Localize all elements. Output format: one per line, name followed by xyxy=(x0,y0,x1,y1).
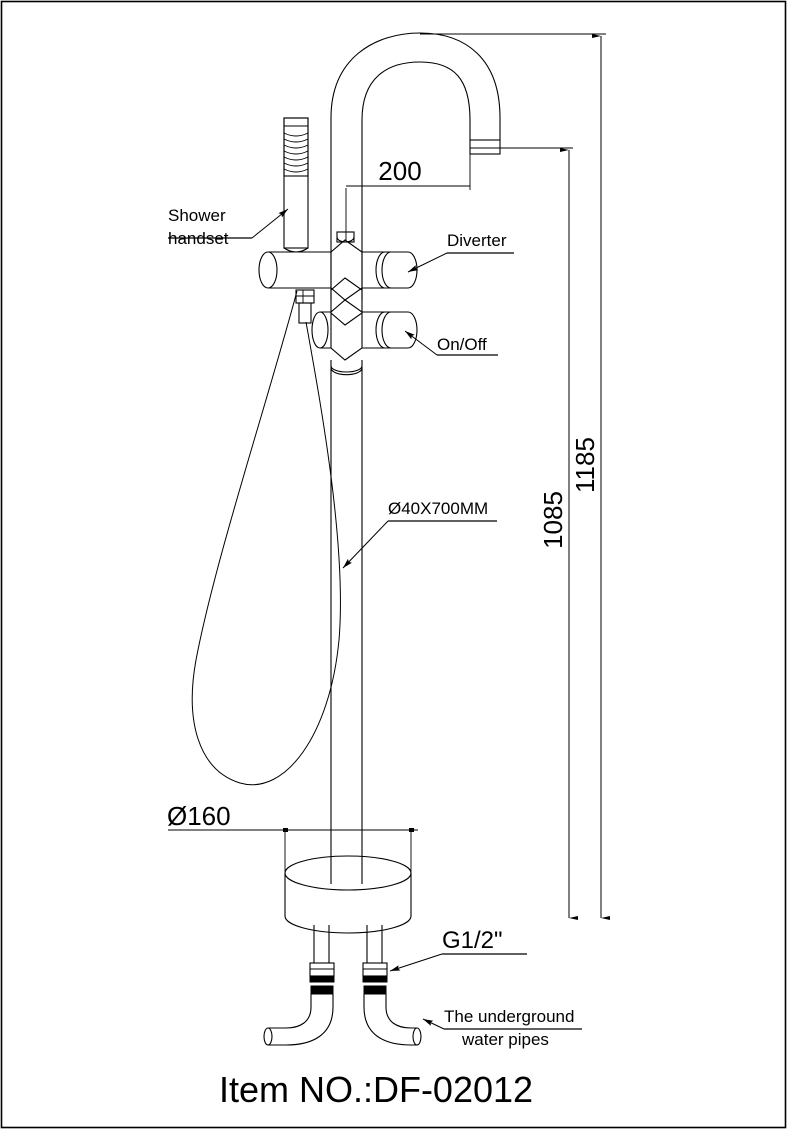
annotation-label-diverter: Diverter xyxy=(447,231,507,250)
annotation-shower-handset xyxy=(168,208,289,239)
onoff-valve-body xyxy=(311,299,418,376)
onoff-left-cap xyxy=(311,311,329,349)
annotation-label-underground-line2: water pipes xyxy=(461,1030,549,1049)
annotation-label-underground-line1: The underground xyxy=(444,1007,574,1026)
hose-outlet-fitting xyxy=(295,289,315,324)
dimension-label-d160: Ø160 xyxy=(167,801,231,831)
dimension-height-1085 xyxy=(500,147,578,920)
base-top-ellipse xyxy=(284,855,412,891)
spout-outlet-collar xyxy=(469,139,501,155)
dimension-label-200: 200 xyxy=(378,156,421,186)
page-title: Item NO.:DF-02012 xyxy=(219,1069,533,1110)
dimension-label-1085: 1085 xyxy=(538,491,568,549)
base-bottom-arc xyxy=(284,915,412,934)
annotation-label-inlet-thread: G1/2" xyxy=(442,927,503,954)
annotation-underground-pipes xyxy=(422,1018,582,1030)
base-cylinder xyxy=(284,855,412,934)
annotation-label-shower-handset-line2: handset xyxy=(168,229,229,248)
annotation-label-riser-pipe: Ø40X700MM xyxy=(388,499,488,518)
handset-knurling xyxy=(283,132,309,173)
dimension-label-1185: 1185 xyxy=(570,437,600,493)
gooseneck-spout xyxy=(330,32,501,300)
annotation-label-shower-handset-line1: Shower xyxy=(168,206,226,225)
flexible-hose-loop xyxy=(191,290,341,786)
dimension-spout-reach xyxy=(345,154,471,240)
annotation-riser-pipe xyxy=(342,520,497,569)
diverter-valve-body xyxy=(258,231,418,301)
annotation-diverter xyxy=(407,252,514,273)
shower-handset xyxy=(283,117,309,253)
riser-column xyxy=(330,360,363,884)
annotation-inlet-thread xyxy=(389,953,527,972)
handset-body xyxy=(283,117,309,249)
annotation-label-on-off: On/Off xyxy=(437,335,487,354)
left-hex-nut xyxy=(309,962,335,977)
supply-pipes xyxy=(263,925,422,1046)
diverter-left-cap xyxy=(258,251,278,289)
dimension-height-1185 xyxy=(420,33,610,920)
annotation-on-off xyxy=(404,330,498,356)
dimension-base-diameter xyxy=(168,828,418,873)
right-hex-nut xyxy=(362,962,388,977)
